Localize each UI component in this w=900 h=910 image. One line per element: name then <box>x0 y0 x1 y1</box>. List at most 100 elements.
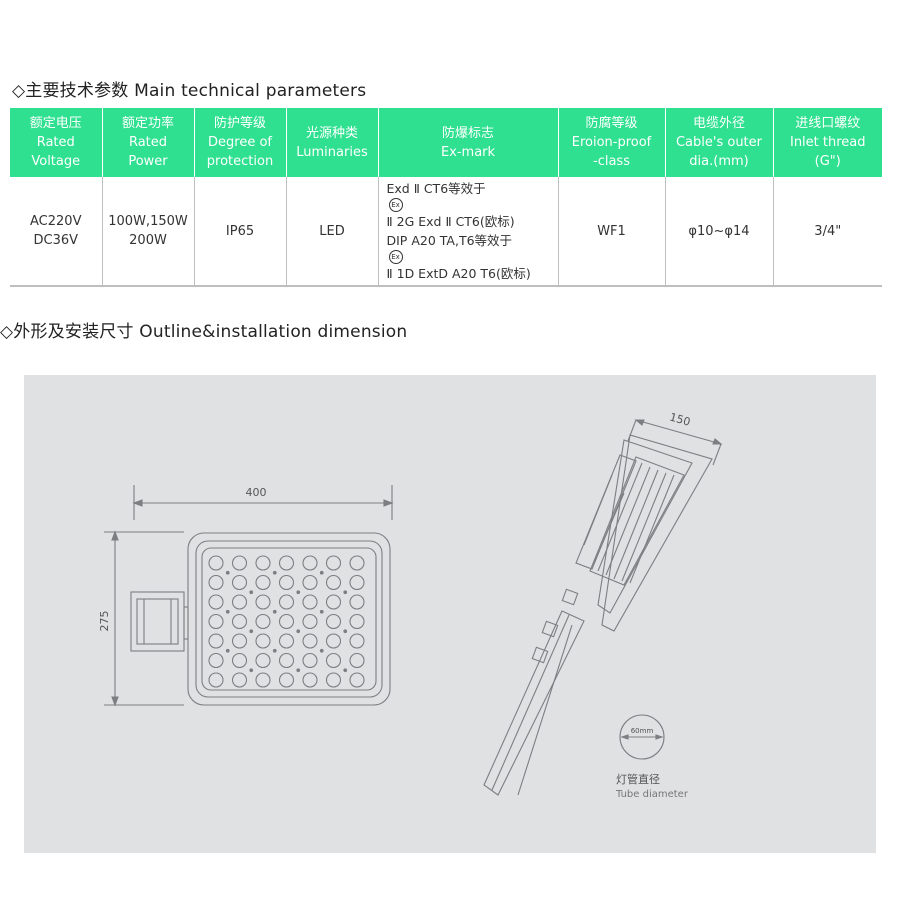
led-module <box>278 574 295 591</box>
led-module <box>208 555 224 571</box>
led-module <box>255 594 271 610</box>
screw-dot <box>225 570 230 575</box>
tube-diameter-value: 60mm <box>631 727 654 735</box>
screw-dot <box>249 668 254 673</box>
led-module <box>231 574 248 591</box>
led-module <box>208 633 224 649</box>
section-title-outline-dimension: ◇外形及安装尺寸 Outline&installation dimension <box>0 322 408 342</box>
screw-dot <box>319 570 324 575</box>
screw-dot <box>249 629 254 634</box>
cell-luminaries: LED <box>286 177 379 287</box>
section-title-technical-parameters: ◇主要技术参数 Main technical parameters <box>12 81 367 101</box>
screw-dot <box>225 609 230 614</box>
led-module <box>231 594 248 610</box>
led-module <box>302 672 318 688</box>
mounting-bracket <box>130 591 189 652</box>
led-module <box>208 613 224 630</box>
led-module <box>231 672 248 688</box>
led-module <box>278 555 295 571</box>
height-dimension-label: 275 <box>98 611 111 632</box>
screw-dot <box>225 648 230 653</box>
screw-dot <box>319 609 324 614</box>
led-module <box>325 652 342 669</box>
screw-dot <box>296 590 301 595</box>
led-module <box>278 652 295 669</box>
led-module <box>325 574 342 591</box>
lamp-housing-front-view <box>187 532 391 706</box>
screw-dot <box>249 590 254 595</box>
tube-label-cn: 灯管直径 <box>616 772 660 786</box>
outline-drawing: 400 275 <box>98 410 723 800</box>
screw-dot <box>343 668 348 673</box>
led-module <box>231 555 248 571</box>
led-module <box>302 574 318 591</box>
cell-cable: φ10~φ14 <box>665 177 774 287</box>
ex-symbol-icon: Ex <box>388 198 403 212</box>
led-module <box>208 594 224 610</box>
cell-protection: IP65 <box>194 177 287 287</box>
screw-dot <box>296 629 301 634</box>
screw-dot <box>272 609 277 614</box>
led-module <box>278 594 295 610</box>
led-module <box>302 652 318 669</box>
led-module <box>349 652 365 669</box>
led-module <box>325 555 342 571</box>
screw-dot <box>319 648 324 653</box>
cell-thread: 3/4" <box>773 177 882 287</box>
lamp-side-view <box>483 419 723 796</box>
led-module <box>349 672 365 688</box>
tube-label-en: Tube diameter <box>615 789 689 800</box>
screw-dot <box>296 668 301 673</box>
led-module <box>349 594 365 610</box>
width-dimension <box>132 485 394 520</box>
led-module <box>208 652 224 669</box>
led-module <box>255 652 271 669</box>
screw-dot <box>343 590 348 595</box>
led-module <box>349 574 365 591</box>
led-module <box>231 633 248 649</box>
led-module <box>255 633 271 649</box>
led-module <box>278 613 295 630</box>
led-module <box>255 555 271 571</box>
led-module <box>278 672 295 688</box>
led-module <box>208 672 224 688</box>
led-module <box>349 633 365 649</box>
led-module <box>255 672 271 688</box>
led-module <box>231 613 248 630</box>
led-module <box>208 574 224 591</box>
led-array <box>208 555 365 688</box>
width-dimension-label: 400 <box>246 486 267 499</box>
cell-corrosion: WF1 <box>558 177 666 287</box>
led-module <box>325 672 342 688</box>
screw-dot <box>343 629 348 634</box>
screw-dot <box>272 648 277 653</box>
led-module <box>302 613 318 630</box>
led-module <box>255 613 271 630</box>
led-module <box>302 633 318 649</box>
ex-symbol-icon: Ex <box>388 250 403 264</box>
led-module <box>349 555 365 571</box>
led-module <box>325 594 342 610</box>
led-module <box>349 613 365 630</box>
led-module <box>302 594 318 610</box>
outline-drawing-panel: 400 275 <box>24 375 876 853</box>
led-module <box>325 633 342 649</box>
screw-dot <box>272 570 277 575</box>
tube-diameter-icon <box>619 714 665 760</box>
led-module <box>325 613 342 630</box>
depth-dimension-label: 150 <box>668 410 692 428</box>
height-dimension <box>104 530 184 707</box>
